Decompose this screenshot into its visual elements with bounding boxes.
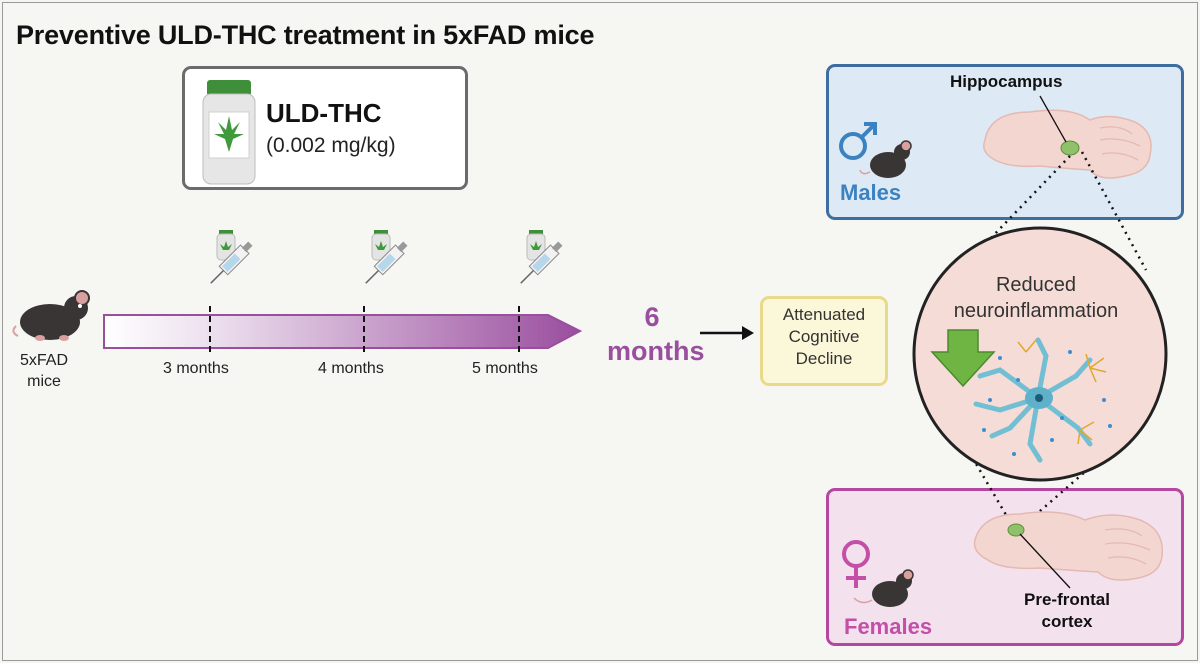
neuroinflammation-circle	[912, 226, 1168, 482]
tick-marks	[209, 306, 520, 354]
males-label: Males	[840, 180, 902, 205]
drug-dose: (0.002 mg/kg)	[266, 134, 396, 157]
tick-label: 4 months	[318, 360, 384, 377]
zoom-connectors	[960, 151, 1148, 526]
drug-name: ULD-THC	[266, 98, 382, 128]
microglia-cell-icon	[973, 337, 1093, 463]
medicine-bottle-icon	[202, 80, 256, 185]
syringe-icon	[210, 230, 253, 284]
result-arrow	[700, 326, 754, 340]
hippocampus-label: Hippocampus	[950, 72, 1063, 91]
female-symbol-icon	[842, 540, 870, 588]
outcome-box	[760, 296, 888, 386]
brain-icon	[983, 95, 1152, 179]
outcome-text: Attenuated Cognitive Decline	[782, 305, 866, 368]
syringe-icon	[520, 230, 563, 284]
mouse-icon	[859, 140, 912, 178]
down-arrow-icon	[930, 329, 996, 388]
females-label: Females	[844, 614, 933, 639]
mouse-icon	[12, 290, 90, 341]
mouse-icon	[853, 569, 914, 607]
endpoint-label: 6 months	[607, 302, 705, 366]
prefrontal-cortex-label: Pre-frontal cortex	[1024, 590, 1110, 631]
male-symbol-icon	[839, 122, 877, 160]
timeline-arrow	[103, 314, 583, 349]
figure-title: Preventive ULD-THC treatment in 5xFAD mi…	[16, 20, 595, 50]
tick-label: 5 months	[472, 360, 538, 377]
brain-icon	[973, 511, 1164, 589]
neuroinflammation-label: Reduced neuroinflammation	[953, 274, 1119, 322]
tick-label: 3 months	[163, 360, 229, 377]
subjects-label: 5xFAD mice	[19, 352, 68, 390]
syringe-icon	[365, 230, 408, 284]
